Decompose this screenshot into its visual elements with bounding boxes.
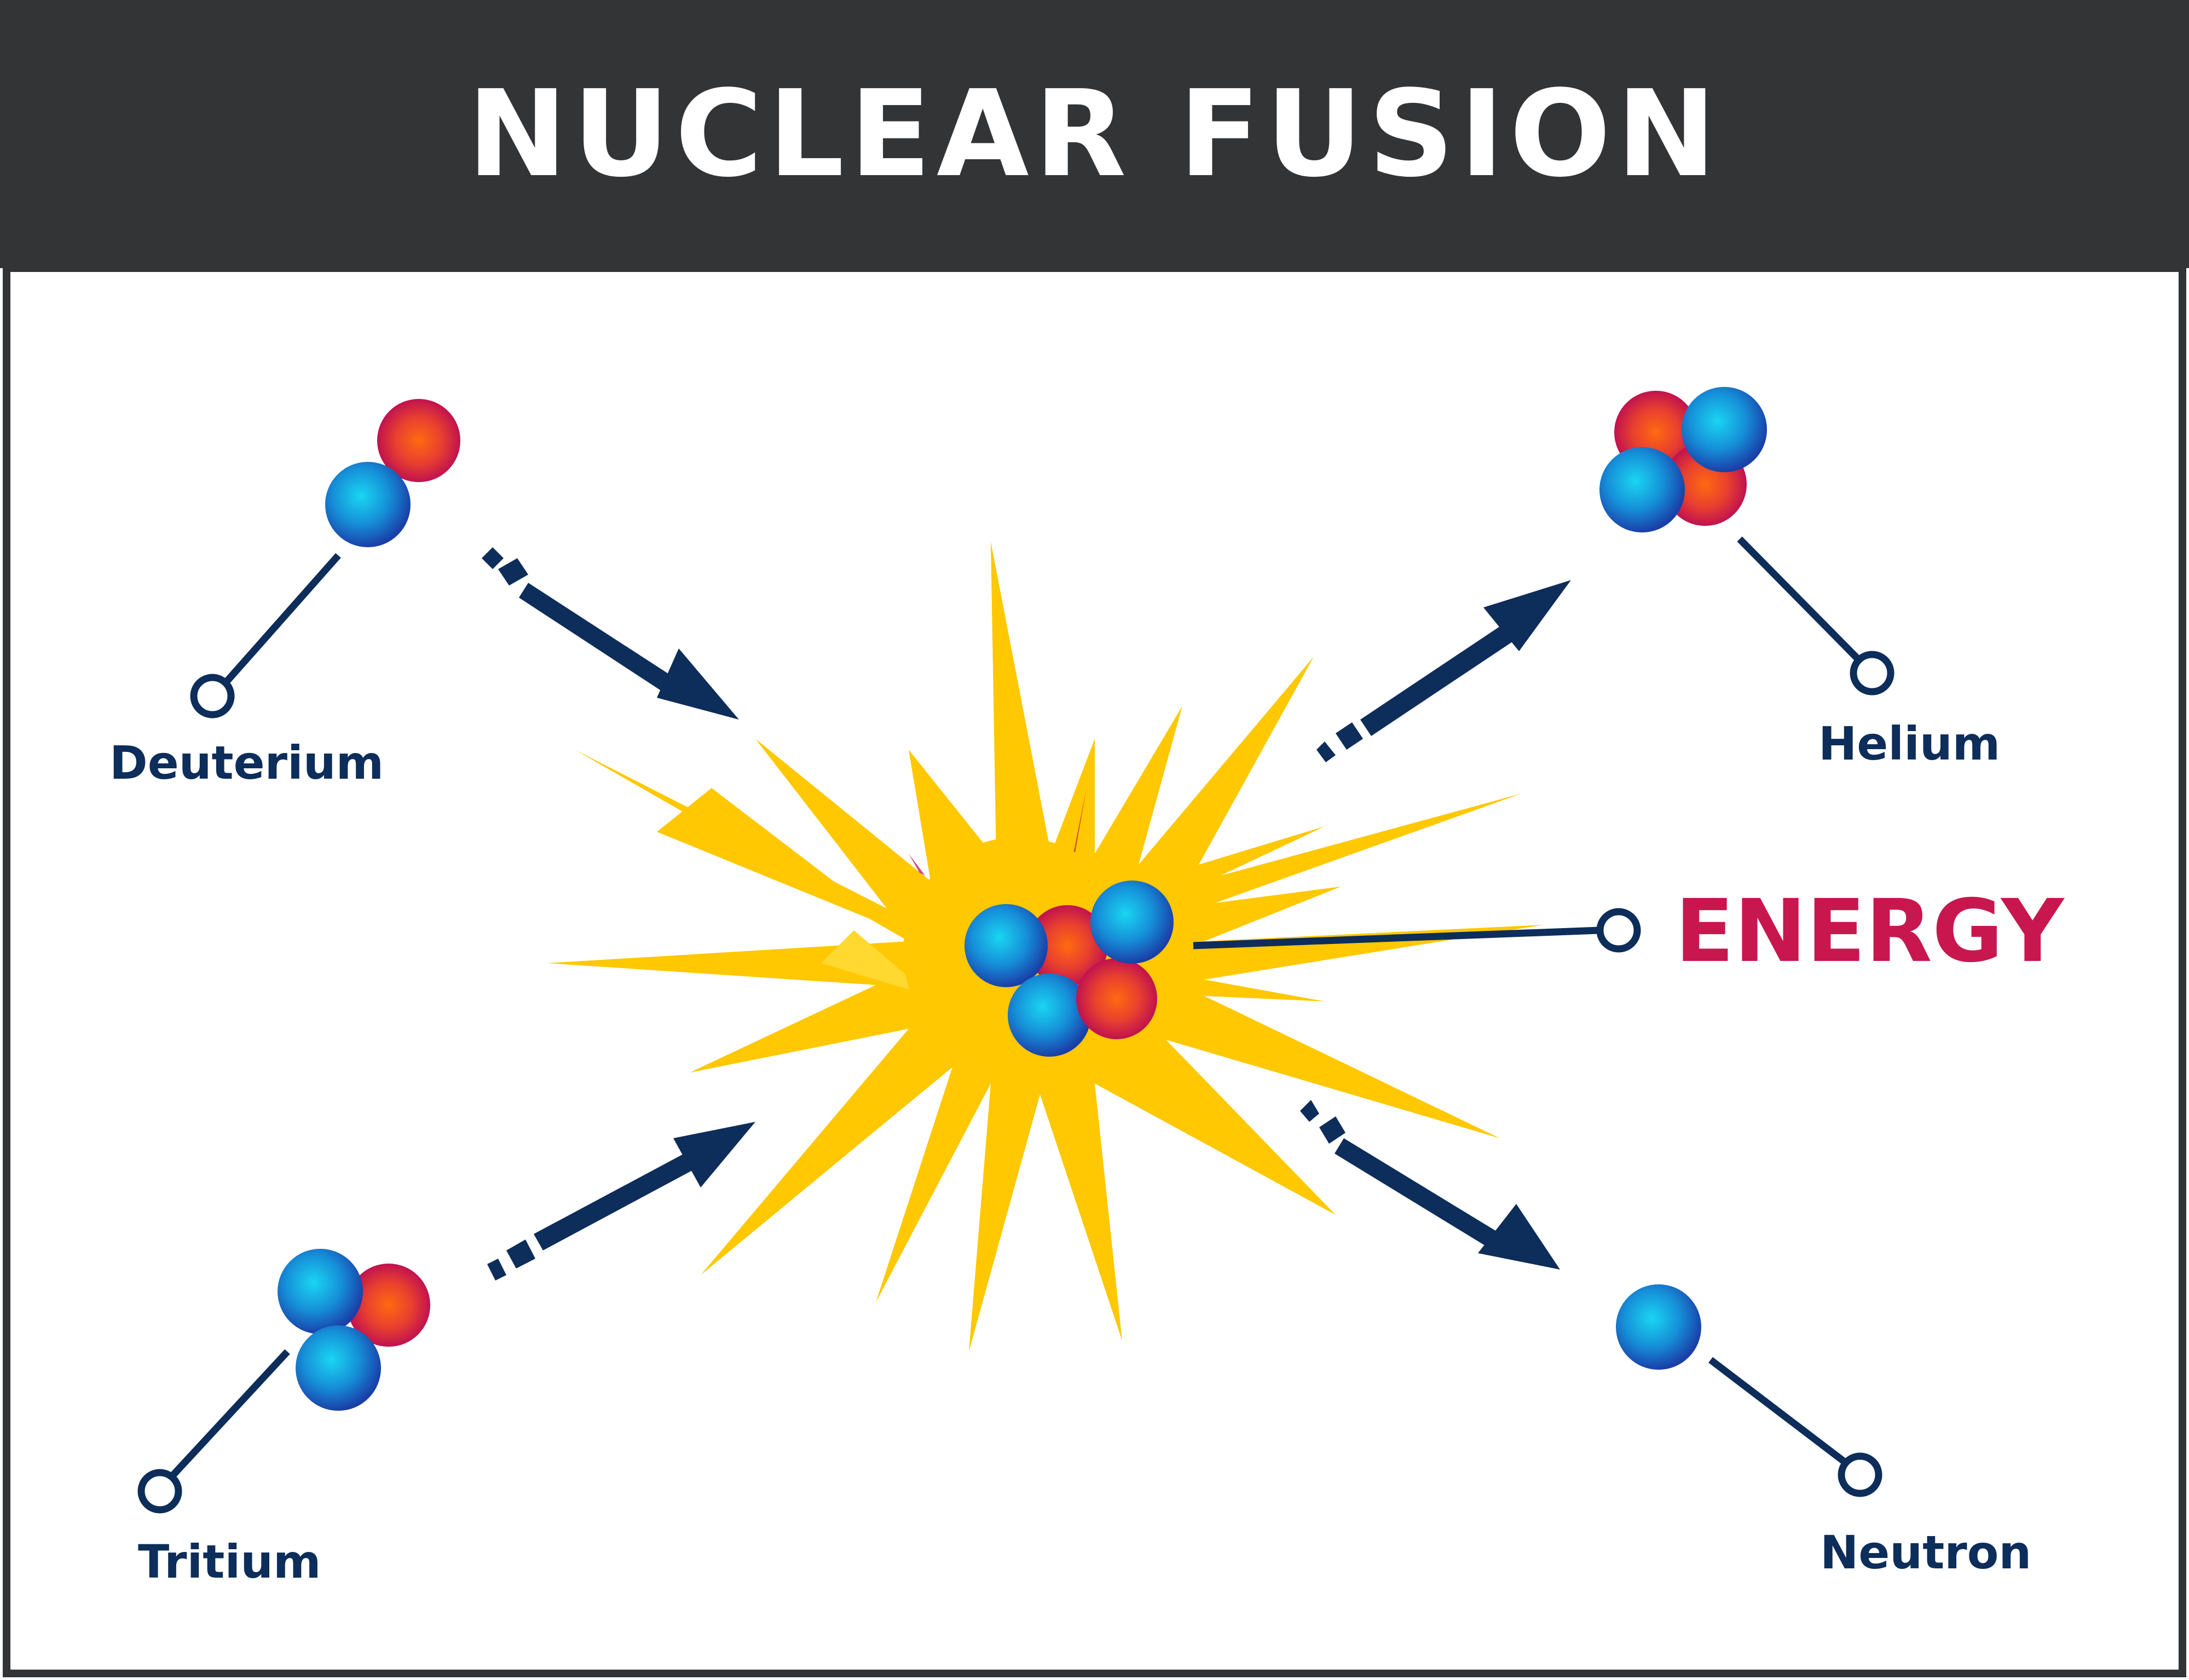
arrow-helium-out — [1316, 580, 1571, 762]
label-neutron: Neutron — [1820, 1526, 2032, 1579]
neutron — [1090, 880, 1174, 964]
proton — [1076, 958, 1157, 1039]
neutron — [296, 1325, 381, 1411]
proton — [1027, 905, 1108, 986]
neutron — [1616, 1284, 1701, 1370]
label-tritium: Tritium — [138, 1535, 321, 1589]
label-energy: ENERGY — [1675, 881, 2064, 982]
arrow-neutron-out — [1300, 1100, 1560, 1270]
fusion-cluster — [964, 880, 1174, 1057]
label-helium: Helium — [1818, 717, 2001, 771]
neutron — [278, 1249, 363, 1334]
helium-atom — [1599, 387, 1767, 532]
tritium-atom — [278, 1249, 430, 1411]
neutron-particle — [1616, 1284, 1701, 1370]
arrow-tritium-in — [487, 1122, 755, 1281]
deuterium-atom — [325, 399, 460, 547]
label-deuterium: Deuterium — [109, 736, 384, 790]
neutron — [325, 462, 411, 547]
neutron — [1599, 447, 1685, 532]
neutron — [964, 904, 1048, 987]
title-bar — [0, 0, 2189, 268]
arrow-deuterium-in — [482, 547, 739, 720]
proton — [377, 399, 460, 482]
panel-border — [3, 264, 2186, 1677]
leader-lines — [137, 536, 1895, 1514]
diagram-title: NUCLEAR FUSION — [467, 65, 1722, 204]
proton — [347, 1264, 430, 1347]
neutron — [1008, 974, 1091, 1057]
neutron — [1682, 387, 1767, 472]
